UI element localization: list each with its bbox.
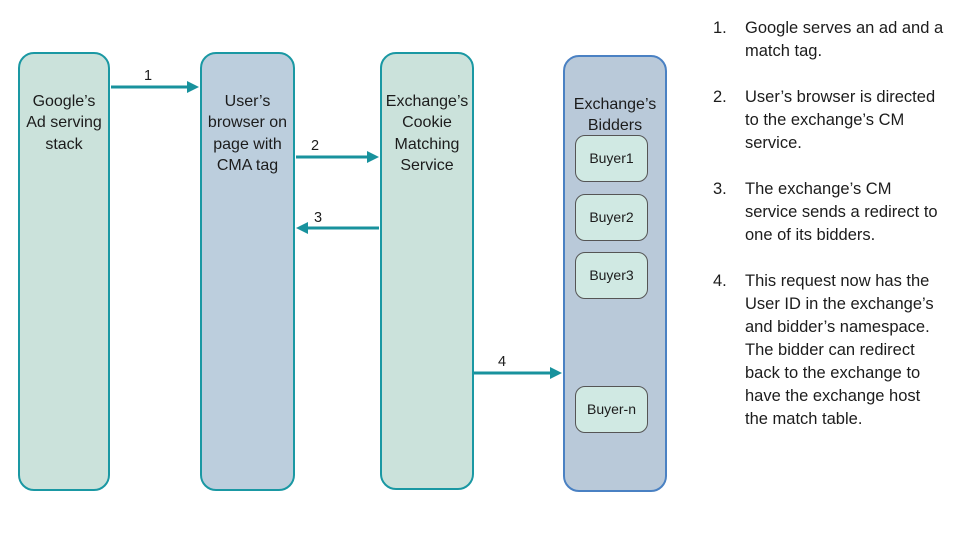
buyer-n-box: Buyer-n bbox=[575, 386, 648, 433]
buyer-2-box: Buyer2 bbox=[575, 194, 648, 241]
step-text: User’s browser is directed to the exchan… bbox=[745, 88, 936, 152]
node-label: Google’s Ad serving stack bbox=[26, 92, 102, 153]
node-label: User’s browser on page with CMA tag bbox=[207, 92, 288, 175]
arrow-4 bbox=[474, 367, 562, 379]
step-number: 1. bbox=[713, 19, 727, 37]
buyer-label: Buyer2 bbox=[589, 208, 634, 225]
arrow-label-4: 4 bbox=[497, 354, 507, 370]
buyer-1-box: Buyer1 bbox=[575, 135, 648, 182]
buyer-3-box: Buyer3 bbox=[575, 252, 648, 299]
buyer-label: Buyer1 bbox=[589, 149, 634, 166]
node-google-ad-serving-stack: Google’s Ad serving stack bbox=[18, 52, 110, 491]
node-exchange-bidders: Exchange’s Bidders Buyer1 Buyer2 Buyer3 … bbox=[563, 55, 667, 492]
node-user-browser: User’s browser on page with CMA tag bbox=[200, 52, 295, 491]
step-text: Google serves an ad and a match tag. bbox=[745, 19, 944, 60]
step-item-4: 4. This request now has the User ID in t… bbox=[700, 270, 950, 431]
steps-list: 1. Google serves an ad and a match tag. … bbox=[700, 17, 950, 454]
buyer-label: Buyer3 bbox=[589, 266, 634, 283]
step-number: 2. bbox=[713, 88, 727, 106]
step-text: This request now has the User ID in the … bbox=[745, 272, 934, 428]
arrow-label-1: 1 bbox=[143, 68, 153, 84]
node-label: Exchange’s Cookie Matching Service bbox=[385, 92, 469, 175]
step-item-3: 3. The exchange’s CM service sends a red… bbox=[700, 178, 950, 247]
buyer-label: Buyer-n bbox=[586, 400, 637, 417]
step-item-1: 1. Google serves an ad and a match tag. bbox=[700, 17, 950, 63]
node-cookie-matching-service: Exchange’s Cookie Matching Service bbox=[380, 52, 474, 490]
arrow-label-3: 3 bbox=[313, 210, 323, 226]
step-text: The exchange’s CM service sends a redire… bbox=[745, 180, 938, 244]
arrow-label-2: 2 bbox=[310, 138, 320, 154]
step-number: 4. bbox=[713, 272, 727, 290]
node-label: Exchange’s Bidders bbox=[573, 95, 657, 135]
step-number: 3. bbox=[713, 180, 727, 198]
step-item-2: 2. User’s browser is directed to the exc… bbox=[700, 86, 950, 155]
